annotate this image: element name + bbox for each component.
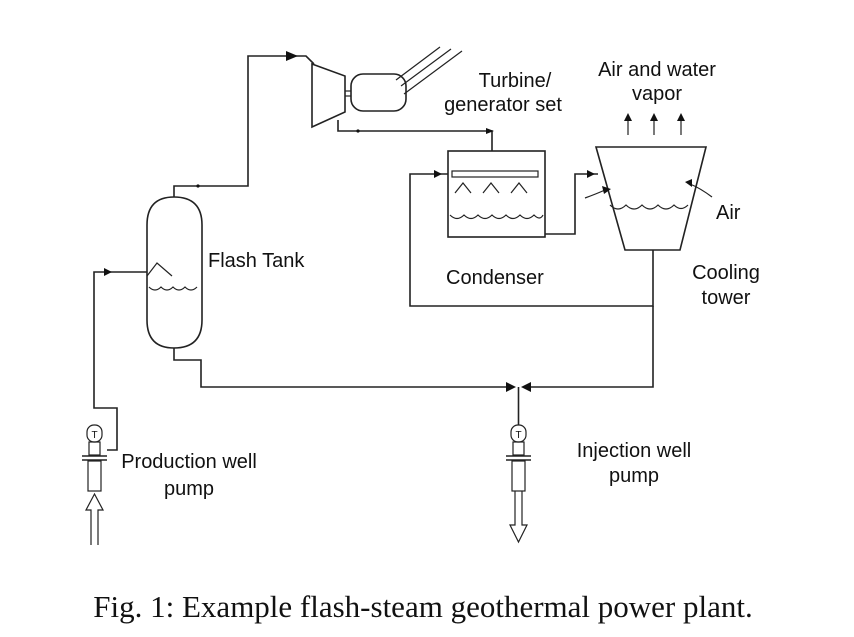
injection-label-line1: Injection well — [577, 440, 692, 462]
cooling-tower-label-line1: Cooling — [692, 262, 760, 284]
pipe-brine-to-injection — [173, 348, 509, 388]
pipe-tower-return — [409, 173, 654, 307]
figure-caption: Fig. 1: Example flash-steam geothermal p… — [93, 589, 752, 624]
cooling-tower — [584, 113, 713, 251]
pipe-tower-to-injection — [528, 306, 654, 388]
turbine-generator-set — [311, 46, 463, 129]
production-well-pump-icon: T — [82, 424, 107, 545]
condenser — [447, 150, 546, 238]
injection-well-pump-icon: T — [506, 424, 531, 544]
flow-arrow — [506, 382, 516, 392]
injection-label-line2: pump — [609, 465, 659, 487]
flow-arrow — [486, 128, 494, 134]
pipe-steam-to-turbine — [173, 55, 315, 197]
flow-arrow — [434, 170, 442, 178]
flash-tank — [146, 196, 203, 349]
production-label-line2: pump — [164, 478, 214, 500]
air-label: Air — [716, 202, 741, 224]
flash-tank-label: Flash Tank — [208, 250, 305, 272]
production-pump-symbol: T — [91, 430, 97, 441]
turbine-label-line1: Turbine/ — [479, 70, 552, 92]
production-label-line1: Production well — [121, 451, 257, 473]
flow-arrow — [521, 382, 531, 392]
flow-arrow — [587, 170, 595, 178]
condenser-label: Condenser — [446, 267, 544, 289]
injection-pump-symbol: T — [515, 430, 521, 441]
turbine-label-line2: generator set — [444, 94, 562, 116]
air-vapor-label-line2: vapor — [632, 83, 682, 105]
flow-arrow — [104, 268, 112, 276]
cooling-tower-label-line2: tower — [702, 287, 751, 309]
pipe-turbine-to-condenser — [337, 120, 493, 151]
air-vapor-label-line1: Air and water — [598, 59, 716, 81]
pipe-condenser-to-tower — [545, 173, 598, 235]
pipe-production-to-flash — [93, 271, 147, 451]
flow-arrow — [286, 51, 298, 61]
